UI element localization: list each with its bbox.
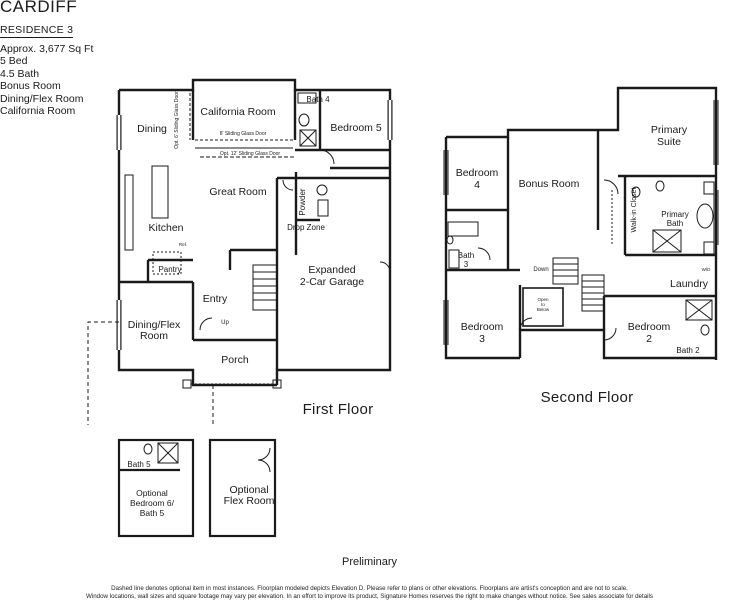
preliminary-note: Preliminary — [341, 556, 397, 568]
label-bath2: Bath 2 — [676, 346, 700, 355]
disclaimer: Dashed line denotes optional item in mos… — [0, 585, 739, 601]
feature-dining-flex: Dining/Flex Room — [0, 92, 84, 105]
optional-rooms-details — [143, 442, 271, 473]
label-opt-flex-line1: Optional — [229, 484, 268, 496]
label-sliding-8: 8' Sliding Glass Door — [220, 131, 267, 137]
label-bonus-room: Bonus Room — [519, 178, 580, 190]
label-sliding-opt-12: Opt. 12' Sliding Glass Door — [220, 151, 280, 157]
label-bedroom4-line2: 4 — [474, 179, 480, 191]
label-primary-suite-line1: Primary — [651, 124, 688, 136]
label-ref: Ref. — [179, 242, 187, 247]
label-garage-line1: Expanded — [308, 264, 355, 276]
label-laundry: Laundry — [670, 278, 709, 290]
second-floor-label: Second Floor — [541, 389, 634, 406]
label-bedroom4-line1: Bedroom — [456, 167, 499, 179]
second-floor-walls — [444, 86, 718, 360]
label-bath4: Bath 4 — [306, 95, 330, 104]
second-floor-details — [443, 100, 719, 345]
label-kitchen: Kitchen — [148, 222, 183, 234]
first-floor-labels: California Room Dining Opt. 6' Sliding G… — [128, 91, 382, 366]
plan-title: CARDIFF — [0, 0, 78, 16]
label-bath3-line1: Bath — [458, 251, 474, 260]
label-powder: Powder — [298, 188, 307, 215]
label-bedroom2-line2: 2 — [646, 333, 652, 345]
label-porch: Porch — [221, 354, 249, 366]
optional-rooms-walls — [117, 438, 277, 538]
label-primary-suite-line2: Suite — [657, 136, 681, 148]
label-bath3-line2: 3 — [464, 260, 469, 269]
label-open-below-line3: Below — [537, 307, 550, 312]
label-down: Down — [533, 267, 548, 273]
optional-labels: Bath 5 Optional Bedroom 6/ Bath 5 Option… — [127, 460, 274, 518]
label-great-room: Great Room — [209, 186, 266, 198]
label-dining: Dining — [137, 123, 167, 135]
feature-california: California Room — [0, 105, 76, 118]
residence-subtitle: RESIDENCE 3 — [0, 24, 74, 38]
label-open-below-line2: to — [541, 302, 545, 307]
label-entry: Entry — [203, 293, 228, 305]
label-opt-bed6-line1: Optional — [136, 488, 168, 498]
label-sliding-opt-6: Opt. 6' Sliding Glass Door — [174, 91, 180, 149]
label-dining-flex-line1: Dining/Flex — [128, 319, 181, 331]
second-floor-labels: Primary Suite Bedroom 4 Bonus Room Walk-… — [456, 124, 711, 355]
label-up: Up — [221, 320, 229, 326]
label-walk-in-closet: Walk-in Closet — [631, 188, 638, 233]
label-bath5: Bath 5 — [127, 460, 151, 469]
first-floor-walls — [117, 78, 392, 387]
feature-sqft: Approx. 3,677 Sq Ft — [0, 43, 94, 55]
label-bedroom3-line1: Bedroom — [461, 321, 504, 333]
feature-list: Approx. 3,677 Sq Ft 5 Bed 4.5 Bath Bonus… — [0, 43, 93, 117]
label-primary-bath-line1: Primary — [661, 210, 689, 219]
label-open-below-line1: Open — [537, 297, 549, 302]
label-opt-flex-line2: Flex Room — [224, 495, 275, 507]
feature-bath: 4.5 Bath — [0, 67, 40, 80]
label-california-room: California Room — [200, 106, 276, 118]
label-dining-flex-line2: Room — [140, 330, 168, 342]
label-pantry: Pantry — [158, 265, 181, 274]
label-bedroom5: Bedroom 5 — [330, 122, 382, 134]
feature-bed: 5 Bed — [0, 55, 28, 68]
label-bedroom3-line2: 3 — [479, 333, 485, 345]
first-floor-details — [87, 92, 393, 425]
first-floor-label: First Floor — [303, 401, 374, 418]
feature-bonus: Bonus Room — [0, 80, 61, 93]
label-primary-bath-line2: Bath — [667, 219, 683, 228]
label-opt-bed6-line2: Bedroom 6/ — [130, 498, 175, 508]
label-garage-line2: 2-Car Garage — [300, 276, 364, 288]
label-drop-zone: Drop Zone — [287, 223, 325, 232]
disclaimer-line2: Window locations, wall sizes and square … — [85, 593, 654, 600]
label-bedroom2-line1: Bedroom — [628, 321, 671, 333]
label-wd: W/D — [702, 267, 711, 272]
disclaimer-line1: Dashed line denotes optional item in mos… — [111, 585, 628, 592]
label-opt-bed6-line3: Bath 5 — [140, 508, 165, 518]
